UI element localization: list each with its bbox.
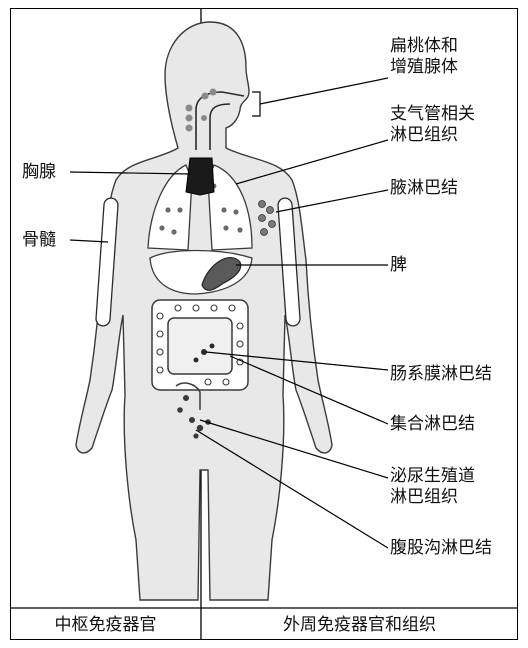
label-bone-marrow: 骨髓 [22, 230, 56, 250]
label-tonsils-line1: 扁桃体和 [390, 36, 458, 57]
label-bronchial-line1: 支气管相关 [390, 104, 475, 125]
label-urogenital-line2: 淋巴组织 [390, 487, 475, 508]
label-mesenteric: 肠系膜淋巴结 [390, 364, 492, 384]
label-urogenital-line1: 泌尿生殖道 [390, 466, 475, 487]
label-bronchial-line2: 淋巴组织 [390, 125, 475, 146]
label-peyer: 集合淋巴结 [390, 414, 475, 434]
tonsil-bracket [252, 92, 260, 116]
label-urogenital: 泌尿生殖道 淋巴组织 [390, 466, 475, 508]
label-bronchial: 支气管相关 淋巴组织 [390, 104, 475, 146]
label-spleen: 脾 [390, 255, 407, 275]
footer-central: 中枢免疫器官 [10, 610, 201, 640]
label-inguinal: 腹股沟淋巴结 [390, 538, 492, 558]
thymus-organ [186, 158, 214, 195]
label-thymus: 胸腺 [22, 162, 56, 182]
label-tonsils-line2: 增殖腺体 [390, 57, 458, 78]
label-axillary: 腋淋巴结 [390, 178, 458, 198]
tonsil-leader [260, 78, 388, 104]
footer-peripheral: 外周免疫器官和组织 [201, 610, 518, 640]
label-tonsils: 扁桃体和 增殖腺体 [390, 36, 458, 78]
